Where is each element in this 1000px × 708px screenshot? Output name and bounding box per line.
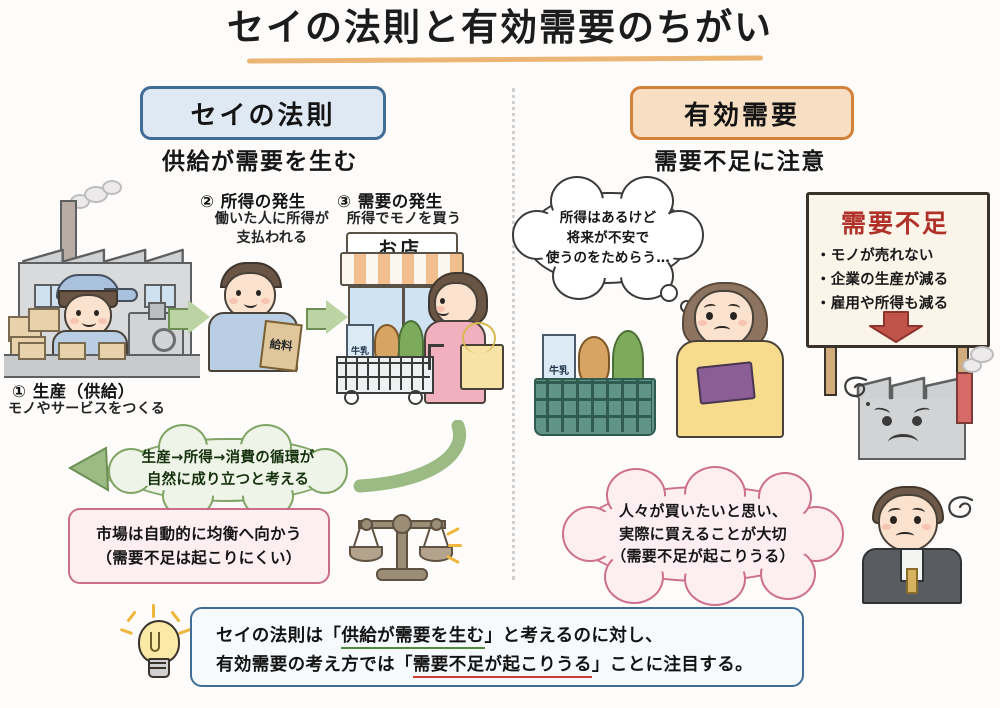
flow-arrow-1 xyxy=(168,300,212,334)
summary-line-2: 有効需要の考え方では「需要不足が起こりうる」ことに注目する。 xyxy=(216,651,754,678)
page-title: セイの法則と有効需要のちがい xyxy=(227,6,773,49)
gear-icon xyxy=(152,328,176,352)
factory-illustration xyxy=(4,180,200,382)
sad-factory-illustration xyxy=(840,346,994,464)
panel-divider xyxy=(512,88,515,580)
step-1-title: ① 生産（供給） xyxy=(12,382,135,401)
left-panel-header: セイの法則 xyxy=(140,86,386,140)
left-conclusion-box: 市場は自動的に均衡へ向かう （需要不足は起こりにくい） xyxy=(68,508,330,584)
thought-dot-large xyxy=(660,284,678,302)
balance-scale-icon xyxy=(349,508,462,582)
right-panel-subtitle: 需要不足に注意 xyxy=(654,149,826,175)
flow-arrow-2 xyxy=(306,300,350,334)
summary-line2-suffix: 」ことに注目する。 xyxy=(591,655,754,675)
worry-swirl-icon xyxy=(948,496,974,518)
thought-bubble-text: 所得はあるけど 将来が不安で 使うのをためらう… xyxy=(545,209,671,267)
thought-bubble: 所得はあるけど 将来が不安で 使うのをためらう… xyxy=(512,176,704,300)
title-underline xyxy=(246,55,764,64)
salary-worker-illustration: 給料 xyxy=(206,262,326,378)
right-panel-header: 有効需要 xyxy=(630,86,854,140)
sad-factory-roof xyxy=(856,376,964,400)
sign-title: 需要不足 xyxy=(840,209,949,238)
step-2-title: ② 所得の発生 xyxy=(200,192,306,211)
left-conclusion-text: 市場は自動的に均衡へ向かう （需要不足は起こりにくい） xyxy=(96,524,302,567)
salary-envelope-label: 給料 xyxy=(268,336,294,354)
summary-highlight-supply: 供給が需要を生む xyxy=(341,626,485,649)
step-3-subtitle: 所得でモノを買う xyxy=(346,211,462,227)
summary-line1-suffix: 」と考えるのに対し、 xyxy=(484,626,663,646)
cycle-note-cloud: 生産→所得→消費の循環が 自然に成り立つと考える xyxy=(108,424,348,518)
milk-label: 牛乳 xyxy=(350,347,369,357)
red-down-arrow-icon xyxy=(869,311,923,343)
wallet xyxy=(696,361,756,405)
summary-line2-prefix: 有効需要の考え方では「 xyxy=(216,655,413,675)
shopping-cart: 牛乳 xyxy=(336,320,444,406)
summary-line1-prefix: セイの法則は「 xyxy=(216,626,342,646)
shopper-illustration xyxy=(420,272,512,404)
summary-box: セイの法則は「供給が需要を生む」と考えるのに対し、 有効需要の考え方では「需要不… xyxy=(190,607,804,687)
summary-line-1: セイの法則は「供給が需要を生む」と考えるのに対し、 xyxy=(216,622,663,649)
sign-item-1: ・モノが売れない xyxy=(816,248,934,264)
cycle-note-text: 生産→所得→消費の循環が 自然に成り立つと考える xyxy=(141,450,315,488)
worried-businessman-illustration xyxy=(862,486,980,604)
grocery-basket: 牛乳 xyxy=(534,330,656,442)
summary-highlight-shortage: 需要不足が起こりうる xyxy=(412,655,592,678)
salary-envelope: 給料 xyxy=(259,319,303,373)
right-conclusion-cloud: 人々が買いたいと思い、 実際に買えることが大切 （需要不足が起こりうる） xyxy=(562,466,844,606)
sign-item-2: ・企業の生産が減る xyxy=(816,272,949,288)
sign-item-3: ・雇用や所得も減る xyxy=(816,296,949,312)
step-1-subtitle: モノやサービスをつくる xyxy=(8,401,166,417)
lightbulb-icon xyxy=(119,604,192,686)
milk-label-right: 牛乳 xyxy=(549,366,569,377)
worried-woman-illustration xyxy=(676,282,786,438)
factory-machine xyxy=(128,302,184,362)
step-3-title: ③ 需要の発生 xyxy=(337,192,443,211)
step-2-subtitle: 働いた人に所得が 支払われる xyxy=(214,211,330,246)
left-panel-subtitle: 供給が需要を生む xyxy=(162,149,358,175)
gloom-swirl-icon xyxy=(844,376,868,398)
right-conclusion-text: 人々が買いたいと思い、 実際に買えることが大切 （需要不足が起こりうる） xyxy=(611,502,795,566)
demand-shortage-sign: 需要不足 ・モノが売れない ・企業の生産が減る ・雇用や所得も減る xyxy=(806,192,990,396)
